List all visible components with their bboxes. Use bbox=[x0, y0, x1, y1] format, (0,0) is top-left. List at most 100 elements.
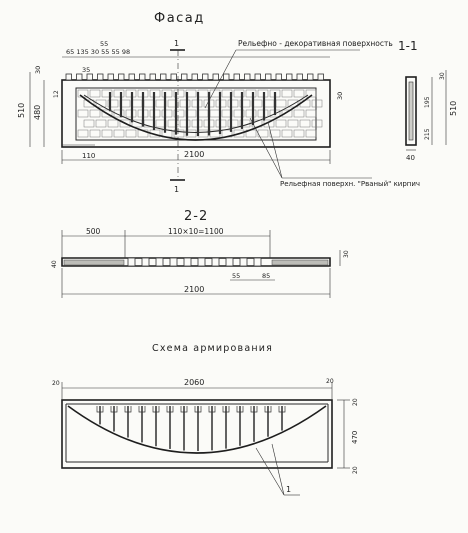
section-22-tooth bbox=[239, 257, 248, 267]
facade-merlon bbox=[170, 73, 177, 81]
section-11-title: 1-1 bbox=[398, 39, 418, 53]
facade-dim-480: 480 bbox=[33, 105, 42, 120]
scheme-bar-hook bbox=[236, 406, 244, 413]
scheme-dim-right-20: 20 bbox=[326, 378, 334, 385]
section-22-tooth bbox=[141, 257, 150, 267]
facade-relief-ribs bbox=[108, 92, 277, 136]
facade-view bbox=[29, 49, 372, 181]
section-22-tooth bbox=[197, 257, 206, 267]
facade-merlon bbox=[181, 73, 188, 81]
facade-brick bbox=[161, 109, 173, 118]
facade-merlon bbox=[317, 73, 324, 81]
facade-merlon bbox=[296, 73, 303, 81]
facade-brick bbox=[173, 109, 185, 118]
scheme-view bbox=[61, 382, 350, 496]
facade-brick bbox=[227, 99, 239, 108]
facade-brick bbox=[269, 129, 281, 138]
section-11-dim-215: 215 bbox=[424, 128, 431, 140]
facade-brick bbox=[119, 119, 131, 128]
facade-brick bbox=[311, 119, 323, 128]
facade-merlon bbox=[128, 73, 135, 81]
facade-brick bbox=[305, 129, 317, 138]
facade-brick bbox=[161, 89, 173, 98]
facade-dim-510: 510 bbox=[17, 103, 26, 118]
facade-brick bbox=[143, 99, 155, 108]
section-11-dim-195: 195 bbox=[424, 96, 431, 108]
facade-brick bbox=[83, 99, 95, 108]
facade-brick bbox=[281, 89, 293, 98]
section-22-dim-2100: 2100 bbox=[184, 285, 204, 294]
facade-merlon bbox=[307, 73, 314, 81]
facade-merlon bbox=[254, 73, 261, 81]
facade-brick bbox=[101, 109, 113, 118]
scheme-dim-top-20: 20 bbox=[352, 398, 359, 406]
scheme-bar-hook bbox=[166, 406, 174, 413]
facade-brick bbox=[113, 109, 125, 118]
facade-brick bbox=[293, 109, 305, 118]
facade-brick bbox=[305, 89, 317, 98]
scheme-dim-left-20: 20 bbox=[52, 380, 60, 387]
facade-brick bbox=[89, 109, 101, 118]
facade-brick bbox=[299, 119, 311, 128]
facade-brick bbox=[179, 119, 191, 128]
scheme-bar-hook bbox=[250, 406, 258, 413]
section-22-dim-chain: 110×10=1100 bbox=[168, 227, 224, 236]
facade-merlon bbox=[107, 73, 114, 81]
scheme-title: Схема армирования bbox=[152, 343, 273, 354]
facade-dim-55: 55 bbox=[100, 40, 108, 48]
facade-brick bbox=[239, 99, 251, 108]
scheme-dim-470: 470 bbox=[351, 431, 359, 444]
section-22-dim-500: 500 bbox=[86, 227, 101, 236]
facade-brick bbox=[173, 129, 185, 138]
facade-dim-12: 12 bbox=[53, 90, 60, 98]
section-22-dim-85: 85 bbox=[262, 272, 270, 280]
facade-brick bbox=[245, 89, 257, 98]
facade-brick bbox=[305, 109, 317, 118]
scheme-leader-1: 1 bbox=[286, 485, 291, 494]
facade-merlon bbox=[244, 73, 251, 81]
facade-brick bbox=[281, 109, 293, 118]
section-22-left-fill bbox=[63, 259, 125, 266]
section-22-tooth bbox=[183, 257, 192, 267]
facade-brick bbox=[209, 109, 221, 118]
facade-dim-chain: 65 135 30 55 55 98 bbox=[66, 48, 130, 56]
facade-leader-bottom: Рельефная поверхн. "Рваный" кирпич bbox=[280, 180, 420, 188]
facade-brick bbox=[89, 89, 101, 98]
facade-brick bbox=[311, 99, 323, 108]
facade-brick bbox=[89, 129, 101, 138]
facade-brick bbox=[233, 129, 245, 138]
scheme-bar-hook bbox=[110, 406, 118, 413]
facade-brick bbox=[275, 119, 287, 128]
facade-merlon bbox=[65, 73, 72, 81]
facade-brick bbox=[167, 119, 179, 128]
facade-merlon bbox=[97, 73, 104, 81]
facade-brick bbox=[233, 109, 245, 118]
facade-brick bbox=[197, 129, 209, 138]
facade-brick bbox=[101, 89, 113, 98]
facade-cut-mark-top: 1 bbox=[174, 39, 179, 48]
facade-brick bbox=[263, 99, 275, 108]
scheme-bar-hook bbox=[222, 406, 230, 413]
facade-merlon bbox=[118, 73, 125, 81]
section-22-tooth bbox=[253, 257, 262, 267]
section-22-dim-40: 40 bbox=[51, 260, 58, 268]
facade-merlons bbox=[65, 73, 324, 81]
facade-merlon bbox=[191, 73, 198, 81]
facade-brick bbox=[77, 109, 89, 118]
section-22-title: 2-2 bbox=[184, 209, 208, 224]
scheme-bar-hook bbox=[208, 406, 216, 413]
scheme-dim-bottom-20: 20 bbox=[352, 466, 359, 474]
section-11-dim-40: 40 bbox=[406, 154, 415, 162]
facade-brick bbox=[83, 119, 95, 128]
facade-brick bbox=[113, 89, 125, 98]
facade-brick bbox=[95, 119, 107, 128]
section-22-tooth bbox=[211, 257, 220, 267]
facade-cut-mark-bottom: 1 bbox=[174, 185, 179, 194]
facade-brick bbox=[233, 89, 245, 98]
section-22-tooth bbox=[225, 257, 234, 267]
section-22-right-fill bbox=[271, 259, 329, 266]
facade-dim-right-30: 30 bbox=[336, 92, 344, 100]
section-11-dim-30: 30 bbox=[439, 72, 446, 80]
section-22-dim-30: 30 bbox=[343, 250, 350, 258]
